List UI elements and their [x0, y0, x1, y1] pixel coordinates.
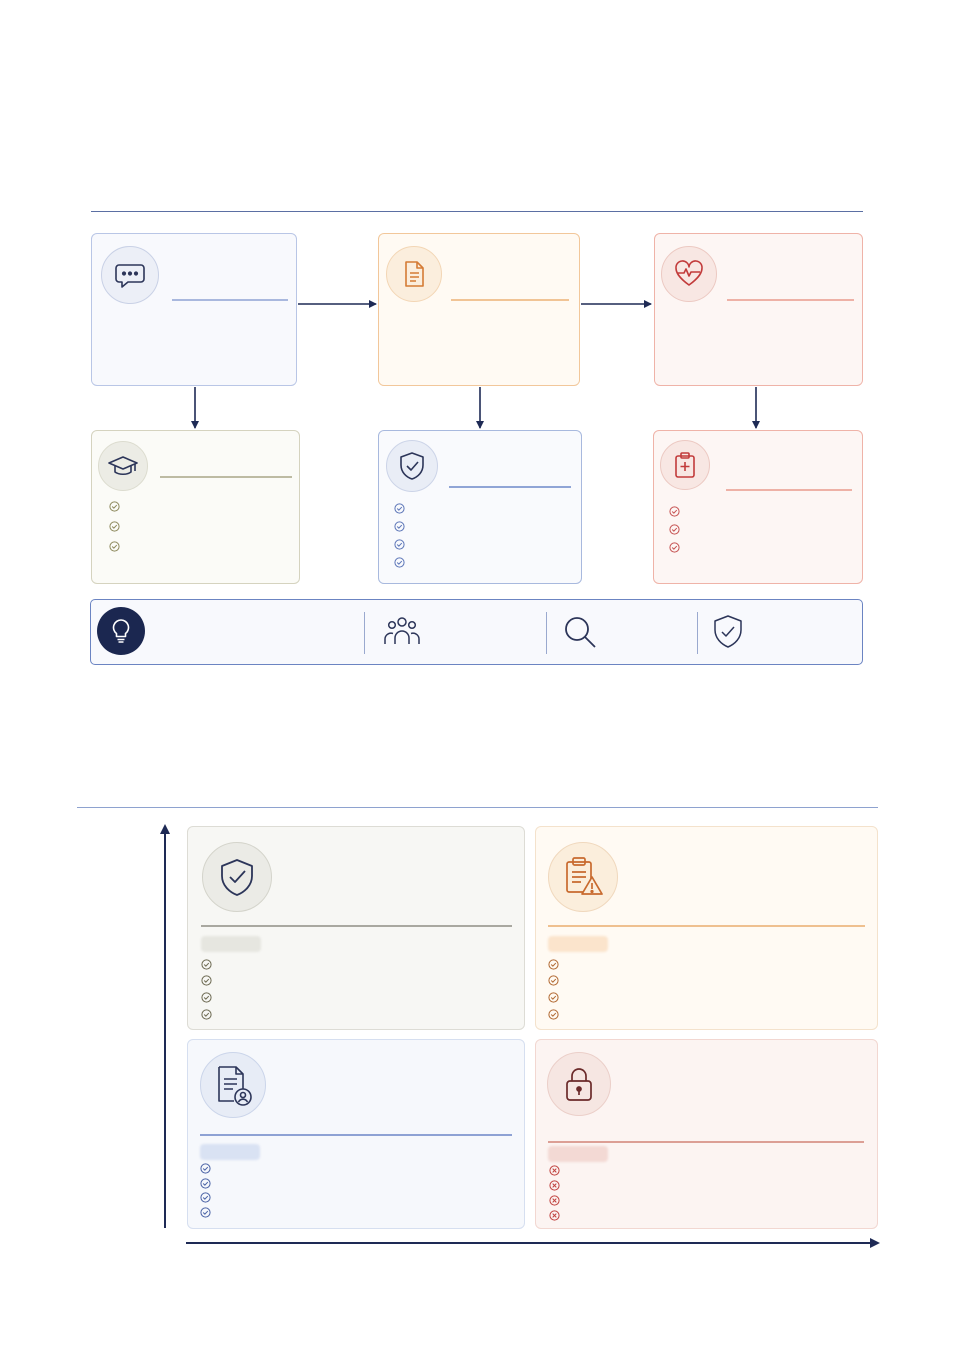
quadrant-label-placeholder [201, 936, 261, 952]
quadrant-bottom-left [187, 1039, 525, 1229]
card-title-underline [451, 299, 569, 301]
quadrant-top-left [187, 826, 525, 1030]
people-icon [380, 612, 424, 652]
check-circle-icon [669, 506, 680, 517]
x-circle-icon [549, 1165, 560, 1176]
check-circle-icon [201, 1009, 212, 1020]
quadrant-title-underline [548, 925, 865, 927]
check-circle-icon [394, 503, 405, 514]
check-circle-icon [394, 521, 405, 532]
card-title-underline [726, 489, 852, 491]
quadrant-top-right [535, 826, 878, 1030]
shield-check-icon [386, 440, 438, 492]
check-circle-icon [109, 501, 120, 512]
flow-card-communication [91, 233, 297, 386]
check-circle-icon [669, 524, 680, 535]
graduation-cap-icon [98, 441, 148, 491]
check-circle-icon [394, 539, 405, 550]
heart-pulse-icon [661, 246, 717, 302]
quadrant-title-underline [200, 1134, 512, 1136]
x-circle-icon [549, 1210, 560, 1221]
check-circle-icon [200, 1207, 211, 1218]
flow-card-health [654, 233, 863, 386]
check-circle-icon [548, 975, 559, 986]
check-circle-icon [109, 521, 120, 532]
shield-check-icon [202, 842, 272, 912]
card-title-underline [727, 299, 854, 301]
clipboard-plus-icon [660, 440, 710, 490]
clipboard-warning-icon [548, 842, 618, 912]
quadrant-title-underline [548, 1141, 864, 1143]
flow-card-documentation [378, 233, 580, 386]
principles-bar [90, 599, 863, 665]
bottom-section-divider [77, 807, 878, 808]
user-document-icon [200, 1052, 266, 1118]
check-circle-icon [201, 959, 212, 970]
flow-card-education [91, 430, 300, 584]
top-section-divider [91, 211, 863, 212]
chat-bubble-icon [101, 246, 159, 304]
check-circle-icon [201, 975, 212, 986]
shield-check-icon [709, 612, 747, 652]
check-circle-icon [201, 992, 212, 1003]
check-circle-icon [200, 1192, 211, 1203]
flow-card-medical [653, 430, 863, 584]
quadrant-label-placeholder [200, 1144, 260, 1160]
card-title-underline [160, 476, 292, 478]
check-circle-icon [669, 542, 680, 553]
check-circle-icon [200, 1163, 211, 1174]
quadrant-label-placeholder [548, 936, 608, 952]
bar-divider [546, 612, 547, 654]
check-circle-icon [548, 992, 559, 1003]
flow-card-protection [378, 430, 582, 584]
check-circle-icon [394, 557, 405, 568]
bar-divider [697, 612, 698, 654]
flow-arrows [191, 300, 760, 429]
check-circle-icon [109, 541, 120, 552]
card-title-underline [449, 486, 571, 488]
lock-icon [547, 1052, 611, 1116]
quadrant-label-placeholder [548, 1146, 608, 1162]
check-circle-icon [548, 959, 559, 970]
document-icon [386, 246, 442, 302]
x-circle-icon [549, 1195, 560, 1206]
bar-divider [364, 612, 365, 654]
check-circle-icon [548, 1009, 559, 1020]
lightbulb-icon [97, 607, 145, 655]
x-circle-icon [549, 1180, 560, 1191]
check-circle-icon [200, 1178, 211, 1189]
magnifier-icon [561, 612, 601, 652]
quadrant-title-underline [201, 925, 512, 927]
card-title-underline [172, 299, 288, 301]
quadrant-bottom-right [535, 1039, 878, 1229]
